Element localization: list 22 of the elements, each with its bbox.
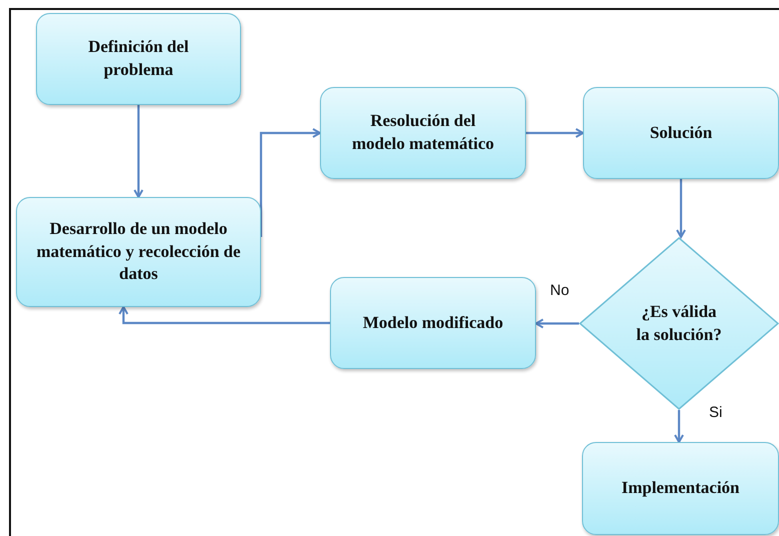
process-box <box>320 87 526 179</box>
arrow <box>260 128 321 237</box>
process-box <box>583 87 779 179</box>
node-text: Resolución del modelo matemático <box>350 110 496 155</box>
node-text: ¿Es válida la solución? <box>635 300 723 346</box>
node-text: Definición del problema <box>87 36 190 81</box>
node-text: Solución <box>650 122 712 144</box>
process-box <box>330 277 536 369</box>
process-box <box>582 442 779 535</box>
arrow <box>676 179 686 238</box>
node-text: Modelo modificado <box>362 312 504 334</box>
arrow <box>134 105 144 198</box>
arrow <box>674 410 684 443</box>
arrow <box>535 318 579 328</box>
arrow <box>526 128 584 138</box>
edge-label: Si <box>709 404 722 421</box>
edge-label: No <box>550 282 570 298</box>
node-text: Desarrollo de un modelo matemático y recolección de datos <box>35 218 242 286</box>
node-text: Implementación <box>621 477 740 500</box>
process-box <box>16 197 261 307</box>
process-box <box>36 13 241 105</box>
arrow <box>118 306 330 324</box>
